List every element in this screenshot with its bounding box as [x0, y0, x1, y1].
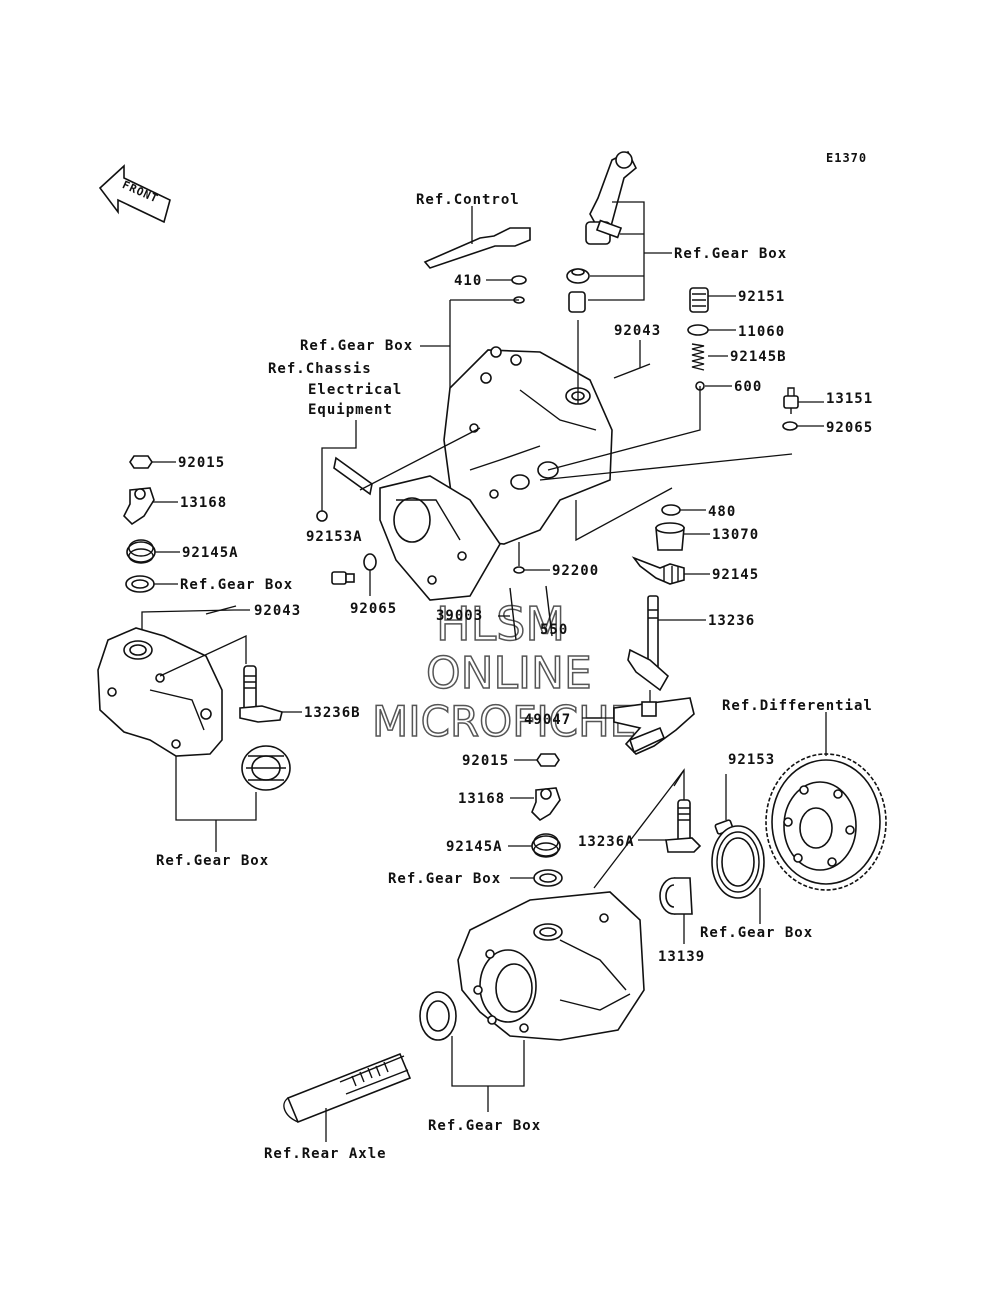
watermark-line-3: MICROFICHE: [372, 697, 636, 746]
spring-92145A-left: [126, 539, 156, 564]
watermark: HLSM ONLINE MICROFICHE: [371, 596, 637, 747]
pin-92043-top: [613, 363, 651, 379]
label-550: 550: [540, 622, 568, 638]
label-92065-right: 92065: [826, 420, 873, 436]
label-92151: 92151: [738, 289, 785, 305]
rear-axle-part: [283, 1052, 412, 1124]
front-arrow-icon: FRONT: [98, 164, 171, 224]
label-49047: 49047: [524, 712, 571, 728]
differential-gear: [765, 753, 887, 891]
label-92065-mid: 92065: [350, 601, 397, 617]
washer-92200: [513, 566, 525, 574]
label-13168-left: 13168: [180, 495, 227, 511]
label-92145A-mid: 92145A: [446, 839, 503, 855]
upper-gearbox-housing: [379, 346, 613, 601]
wire-clip-part: [333, 456, 373, 496]
shift-arm-part: [566, 150, 637, 313]
label-92153: 92153: [728, 752, 775, 768]
label-39003: 39003: [436, 608, 483, 624]
seal-lower: [419, 991, 457, 1041]
label-ref-rear-axle: Ref.Rear Axle: [264, 1146, 387, 1162]
label-92153A: 92153A: [306, 529, 363, 545]
oring-480: [661, 504, 681, 516]
plug-92151: [689, 287, 709, 313]
label-13236: 13236: [708, 613, 755, 629]
label-92145: 92145: [712, 567, 759, 583]
label-ref-gear-box-left: Ref.Gear Box: [180, 577, 293, 593]
shaft-13236: [627, 595, 670, 692]
seal-left: [125, 575, 155, 593]
label-13236A: 13236A: [578, 834, 635, 850]
label-13168-mid: 13168: [458, 791, 505, 807]
watermark-line-2: ONLINE: [426, 648, 592, 699]
label-92145B: 92145B: [730, 349, 787, 365]
shift-fork-49047: [613, 697, 695, 755]
spring-92145A-mid: [531, 833, 561, 858]
label-13151: 13151: [826, 391, 873, 407]
diagram-code: E1370: [826, 151, 867, 165]
arm-13168-left: [123, 487, 155, 526]
washer-92065-mid: [363, 553, 377, 571]
label-92145A-left: 92145A: [182, 545, 239, 561]
label-ref-gear-box-bottom: Ref.Gear Box: [428, 1118, 541, 1134]
left-housing: [97, 627, 223, 757]
washer-92065-right: [782, 421, 798, 431]
nut-92015-mid: [536, 753, 560, 767]
label-ref-gear-box-center: Ref.Gear Box: [388, 871, 501, 887]
label-92015-mid: 92015: [462, 753, 509, 769]
hub-13139: [659, 877, 693, 915]
label-ref-gear-box-top-right: Ref.Gear Box: [674, 246, 787, 262]
label-ref-chassis-3: Equipment: [308, 402, 393, 418]
label-ref-chassis-2: Electrical: [308, 382, 402, 398]
label-ref-chassis-1: Ref.Chassis: [268, 361, 372, 377]
washer-11060: [687, 324, 709, 336]
label-13236B: 13236B: [304, 705, 361, 721]
label-ref-gear-box-lower-left: Ref.Gear Box: [156, 853, 269, 869]
label-92043-top: 92043: [614, 323, 661, 339]
nut-92015-left: [129, 455, 153, 469]
gear-left: [241, 745, 291, 791]
collar-13070: [655, 522, 685, 551]
label-11060: 11060: [738, 324, 785, 340]
bearing: [711, 825, 765, 899]
label-ref-differential: Ref.Differential: [722, 698, 873, 714]
watermark-line-1: HLSM: [436, 597, 565, 651]
label-92200: 92200: [552, 563, 599, 579]
bolt-92153A: [331, 571, 355, 585]
label-410: 410: [454, 273, 482, 289]
switch-13151: [783, 387, 799, 414]
shaft-13236A: [665, 799, 702, 853]
label-92043-left: 92043: [254, 603, 301, 619]
washer-410: [511, 275, 527, 285]
pin-39003: [509, 585, 553, 641]
label-480: 480: [708, 504, 736, 520]
lower-gearbox-housing: [457, 891, 645, 1041]
label-ref-control: Ref.Control: [416, 192, 520, 208]
spring-92145: [631, 556, 685, 585]
seal-center: [533, 869, 563, 887]
label-13070: 13070: [712, 527, 759, 543]
spring-92145B: [691, 343, 705, 371]
label-600: 600: [734, 379, 762, 395]
control-rod-part: [423, 227, 531, 269]
label-92015-left: 92015: [178, 455, 225, 471]
label-ref-gear-box-lower-right: Ref.Gear Box: [700, 925, 813, 941]
arm-13168-mid: [531, 787, 561, 822]
shaft-13236B: [239, 665, 283, 723]
label-ref-gear-box-mid: Ref.Gear Box: [300, 338, 413, 354]
label-13139: 13139: [658, 949, 705, 965]
